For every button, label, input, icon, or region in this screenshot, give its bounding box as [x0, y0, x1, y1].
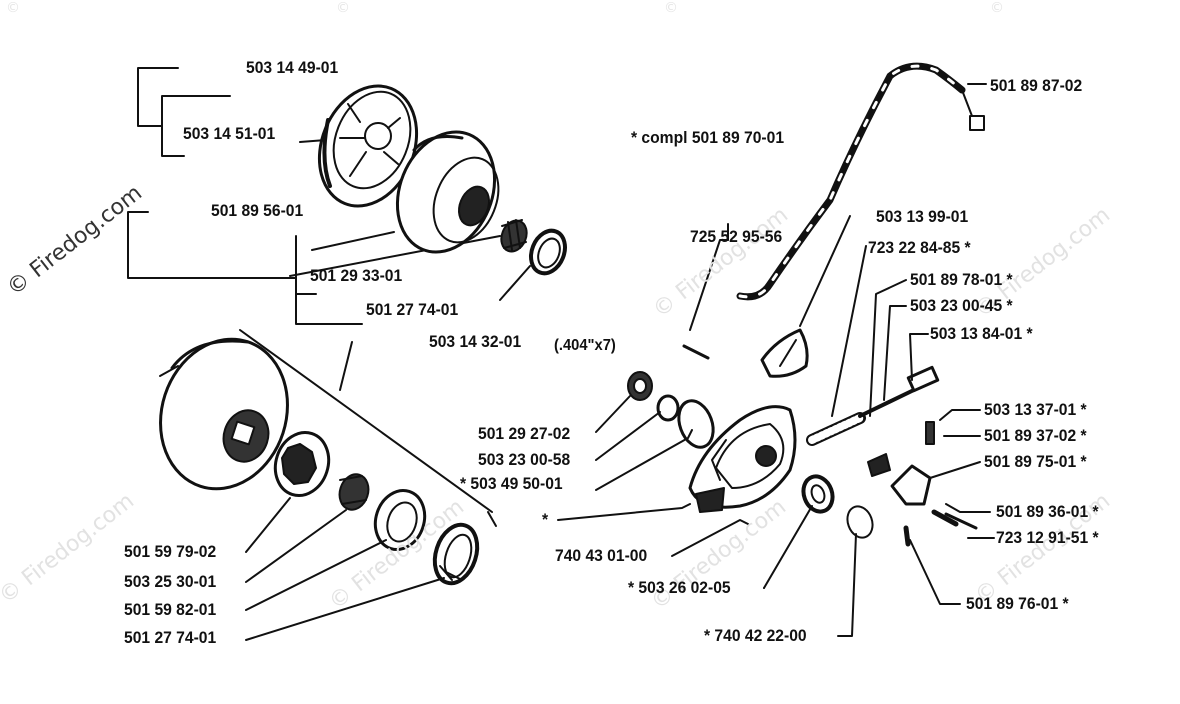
- part-number: 501 27 74-01: [124, 628, 217, 647]
- ring-part-lower: [432, 522, 480, 586]
- part-number: 503 13 84-01 *: [930, 324, 1033, 343]
- part-number: *: [542, 510, 549, 529]
- sprocket-drum-part: [159, 337, 289, 491]
- pitch-label: (.404"x7): [554, 337, 616, 354]
- part-number: 503 13 99-01: [876, 207, 969, 226]
- needle-bearing-part: [500, 219, 528, 253]
- hose-leader-lines: [799, 83, 987, 327]
- rim-sprocket-part: [273, 431, 331, 497]
- part-number: 501 89 36-01 *: [996, 502, 1099, 521]
- part-number: 501 89 87-02: [990, 76, 1083, 95]
- bearing-part-lower: [338, 473, 370, 511]
- part-number: 501 89 76-01 *: [966, 594, 1069, 613]
- part-number: 503 14 51-01: [183, 124, 276, 143]
- part-number: 501 89 56-01: [211, 201, 304, 220]
- watermark-corner: ©: [664, 0, 678, 16]
- clutch-brackets: [127, 67, 363, 325]
- o-ring-part: [677, 399, 715, 449]
- oil-hose-part: [736, 62, 985, 301]
- washer-part: [529, 228, 567, 276]
- watermark-corner: ©: [336, 0, 350, 16]
- clutch-drum-part: [395, 130, 500, 254]
- part-number: 501 89 78-01 *: [910, 270, 1013, 289]
- part-number: 503 23 00-45 *: [910, 296, 1013, 315]
- note-compl: * compl 501 89 70-01: [631, 128, 785, 147]
- sprocket-bracket: [159, 329, 497, 527]
- part-number: 501 59 79-02: [124, 542, 217, 561]
- part-number: 501 59 82-01: [124, 600, 217, 619]
- part-number: 501 89 37-02 *: [984, 426, 1087, 445]
- watermark-corner: ©: [990, 0, 1004, 16]
- circlip-part: [846, 505, 874, 539]
- part-number: 501 89 75-01 *: [984, 452, 1087, 471]
- pump-lever-part: [890, 464, 932, 506]
- gear-part: [801, 474, 835, 514]
- sprocket-leader-lines: [245, 497, 445, 641]
- part-number: 725 52 95-56: [690, 227, 783, 246]
- washer-part-lower: [373, 489, 427, 551]
- part-number: 723 22 84-85 *: [868, 238, 971, 257]
- small-screw-part: [682, 239, 729, 360]
- part-number: 503 14 32-01: [429, 332, 522, 351]
- part-number: 740 43 01-00: [555, 546, 648, 565]
- bearing-part-pump: [627, 371, 653, 401]
- pin-parts: [903, 509, 978, 547]
- part-number: 503 25 30-01: [124, 572, 217, 591]
- spring-part: [806, 412, 866, 446]
- oil-seal-part: [760, 328, 809, 378]
- part-number: * 503 26 02-05: [628, 578, 731, 597]
- part-number: 723 12 91-51 *: [996, 528, 1099, 547]
- watermark-corner: ©: [6, 0, 20, 16]
- washer-part-pump: [656, 394, 680, 422]
- pump-housing-part: [688, 405, 797, 513]
- part-number: 501 27 74-01: [366, 300, 459, 319]
- pump-leader-lines: [557, 223, 995, 637]
- part-number: 503 14 49-01: [246, 58, 339, 77]
- adjuster-screw-part: [867, 421, 935, 477]
- part-number: 501 29 33-01: [310, 266, 403, 285]
- part-number: 503 13 37-01 *: [984, 400, 1087, 419]
- part-number: * 503 49 50-01: [460, 474, 563, 493]
- part-number: * 740 42 22-00: [704, 626, 807, 645]
- part-number: 501 29 27-02: [478, 424, 571, 443]
- part-number: 503 23 00-58: [478, 450, 571, 469]
